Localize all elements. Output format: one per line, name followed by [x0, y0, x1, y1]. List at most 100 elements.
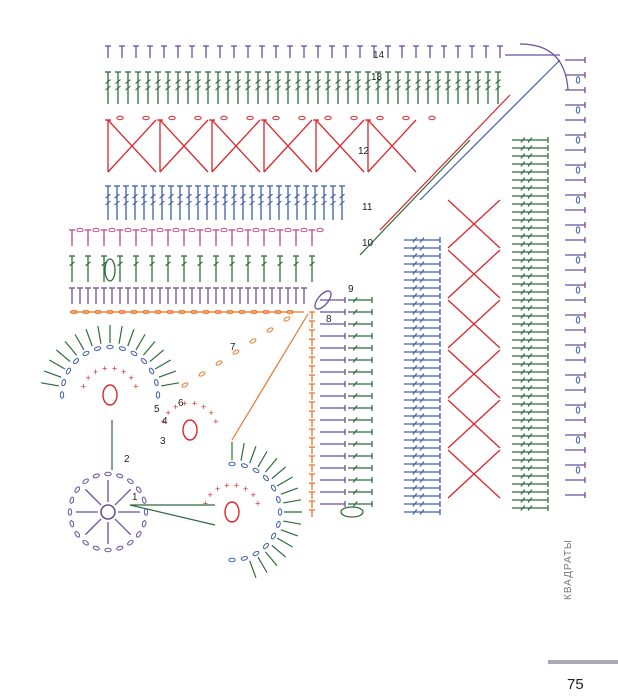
stitch-bar: [419, 261, 425, 267]
stitch-bar: [255, 79, 261, 85]
chain-stitch: [575, 196, 581, 204]
chain-stitch: [266, 327, 274, 333]
fan-stitch: [276, 537, 293, 548]
cross-stitch: [447, 399, 501, 449]
chain-stitch: [575, 286, 581, 294]
stitch-bar: [419, 397, 425, 403]
chain-stitch: [238, 309, 246, 315]
stitch-bar: [412, 285, 418, 291]
stitch-bar: [365, 79, 371, 85]
puff-stitch: [104, 258, 116, 282]
chain-stitch: [156, 227, 164, 233]
chain-stitch: [575, 346, 581, 354]
stitch-bar: [527, 465, 533, 471]
stitch-bar: [412, 445, 418, 451]
chain-stitch: [575, 256, 581, 264]
stitch-bar: [520, 145, 526, 151]
stitch-bar: [520, 225, 526, 231]
stitch-bar: [520, 209, 526, 215]
stitch-bar: [155, 79, 161, 85]
stitch-bar: [520, 265, 526, 271]
stitch-bar: [205, 85, 211, 91]
stitch-bar: [412, 381, 418, 387]
round-label: 4: [162, 416, 168, 427]
stitch-bar: [276, 200, 282, 206]
chain-stitch: [252, 550, 260, 557]
stitch-bar: [185, 79, 191, 85]
stitch-bar: [229, 261, 235, 267]
stitch-bar: [285, 85, 291, 91]
petal-bobble: [102, 384, 118, 406]
stitch-bar: [235, 85, 241, 91]
stitch-bar: [150, 193, 156, 199]
cross-stitch: [447, 299, 501, 349]
stitch-bar: [165, 79, 171, 85]
stitch-bar: [352, 453, 358, 459]
chain-stitch: [140, 357, 148, 365]
chain-stitch: [94, 309, 102, 315]
stitch-bar: [125, 85, 131, 91]
fan-stitch: [49, 359, 66, 370]
stitch-bar: [330, 200, 336, 206]
stitch-bar: [527, 201, 533, 207]
stitch-bar: [412, 509, 418, 515]
chain-stitch: [130, 350, 138, 357]
stitch-bar: [419, 429, 425, 435]
stitch-bar: [150, 200, 156, 206]
cross-stitch: [211, 119, 261, 173]
chain-stitch: [74, 486, 81, 493]
round-label: 14: [373, 50, 385, 61]
stitch-bar: [527, 497, 533, 503]
stitch-bar: [412, 469, 418, 475]
stitch-bar: [412, 365, 418, 371]
stitch-bar: [419, 365, 425, 371]
fan-stitch: [135, 334, 146, 351]
petal-bobble: [182, 419, 198, 441]
chain-stitch: [124, 227, 132, 233]
stitch-bar: [123, 193, 129, 199]
cross-stitch: [315, 119, 365, 173]
stitch-bar: [267, 200, 273, 206]
chain-stitch: [92, 473, 100, 479]
stitch-bar: [352, 405, 358, 411]
chain-stitch: [228, 557, 236, 563]
stitch-bar: [195, 200, 201, 206]
stitch-bar: [419, 253, 425, 259]
stitch-bar: [231, 200, 237, 206]
chain-stitch: [118, 346, 127, 351]
chain-stitch: [155, 391, 161, 399]
cross-stitch: [447, 199, 501, 249]
chain-stitch: [276, 520, 281, 529]
stitch-bar: [520, 433, 526, 439]
stitch-bar: [276, 193, 282, 199]
stitch-bar: [412, 309, 418, 315]
stitch-bar: [527, 297, 533, 303]
stitch-bar: [527, 505, 533, 511]
stitch-bar: [527, 161, 533, 167]
stitch-bar: [159, 200, 165, 206]
stitch-bar: [352, 357, 358, 363]
stitch-bar: [412, 461, 418, 467]
sc-mark: +: [201, 402, 206, 412]
stitch-bar: [186, 200, 192, 206]
stitch-bar: [419, 341, 425, 347]
chain-stitch: [116, 473, 124, 479]
chain-stitch: [220, 115, 228, 121]
stitch-bar: [115, 79, 121, 85]
stitch-bar: [412, 333, 418, 339]
chain-stitch: [272, 115, 280, 121]
stitch-bar: [527, 249, 533, 255]
stitch-bar: [419, 293, 425, 299]
chain-stitch: [575, 406, 581, 414]
stitch-bar: [285, 200, 291, 206]
stitch-bar: [520, 153, 526, 159]
stitch-bar: [419, 373, 425, 379]
stitch-bar: [527, 449, 533, 455]
chain-stitch: [402, 115, 410, 121]
stitch-bar: [165, 261, 171, 267]
sc-mark: +: [112, 363, 117, 373]
stitch-bar: [412, 485, 418, 491]
chain-stitch: [575, 106, 581, 114]
chain-stitch: [116, 545, 124, 551]
stitch-bar: [213, 261, 219, 267]
